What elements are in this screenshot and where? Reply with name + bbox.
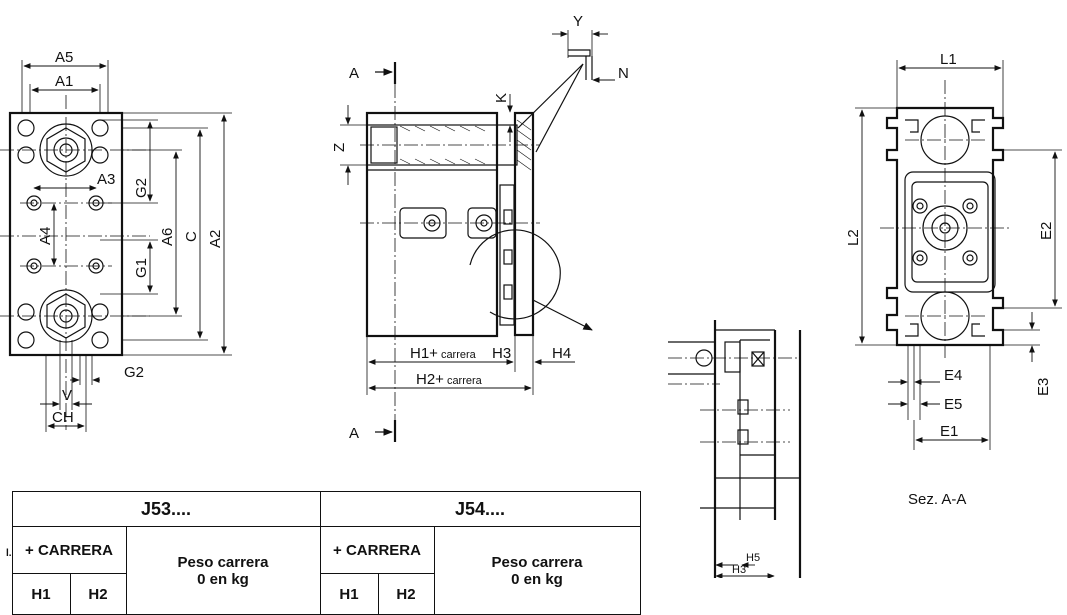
- label-g2-bottom: G2: [124, 364, 144, 381]
- label-c: C: [183, 231, 200, 242]
- table-h2-j53: H2: [69, 573, 127, 615]
- table-h1-j53: H1: [11, 573, 71, 615]
- label-v: V: [62, 387, 72, 404]
- label-h3-partial: H3: [732, 564, 746, 576]
- label-h2: H2+carrera: [416, 371, 483, 388]
- label-h5: H5: [746, 552, 760, 564]
- label-a1: A1: [55, 73, 73, 90]
- label-l1: L1: [940, 51, 957, 68]
- label-h3: H3: [492, 345, 511, 362]
- label-y: Y: [573, 13, 583, 30]
- table-carrera-j53: + CARRERA: [11, 526, 127, 574]
- section-a-a: L1 L2 E2 E3 E4 E5 E1 Sez. A-A: [845, 51, 1062, 508]
- table-group-j53: J53....: [11, 491, 321, 527]
- label-e1: E1: [940, 423, 958, 440]
- partial-view: H5 H3: [668, 320, 802, 578]
- dimension-table: l. J53.... J54.... + CARRERA Peso carrer…: [0, 491, 641, 615]
- section-label: Sez. A-A: [908, 491, 966, 508]
- label-a-bottom: A: [349, 425, 359, 442]
- table-group-j54: J54....: [319, 491, 641, 527]
- label-k: K: [493, 93, 510, 103]
- technical-drawing: A5 A1 A3 G2 A4 A6 C A2 G1 G2 V CH: [0, 13, 1062, 578]
- label-e4: E4: [944, 367, 962, 384]
- label-n: N: [618, 65, 629, 82]
- label-z: Z: [331, 143, 348, 152]
- label-a6: A6: [159, 228, 176, 246]
- table-h2-j54: H2: [377, 573, 435, 615]
- label-l2: L2: [845, 229, 862, 246]
- label-a3: A3: [97, 171, 115, 188]
- label-a4: A4: [37, 227, 54, 245]
- side-view: A A Z K Y N H1+carrera H3 H4 H2+carrera: [331, 13, 629, 442]
- label-g2-vertical: G2: [133, 178, 150, 198]
- table-edge-label: l.: [0, 491, 13, 615]
- label-g1: G1: [133, 258, 150, 278]
- label-e3: E3: [1035, 378, 1052, 396]
- table-h1-j54: H1: [319, 573, 379, 615]
- front-view: A5 A1 A3 G2 A4 A6 C A2 G1 G2 V CH: [0, 49, 232, 432]
- label-ch: CH: [52, 409, 74, 426]
- label-a-top: A: [349, 65, 359, 82]
- label-e2: E2: [1038, 222, 1055, 240]
- label-h1: H1+carrera: [410, 345, 477, 362]
- table-carrera-j54: + CARRERA: [319, 526, 435, 574]
- label-e5: E5: [944, 396, 962, 413]
- label-h4: H4: [552, 345, 571, 362]
- label-a2: A2: [207, 230, 224, 248]
- label-a5: A5: [55, 49, 73, 66]
